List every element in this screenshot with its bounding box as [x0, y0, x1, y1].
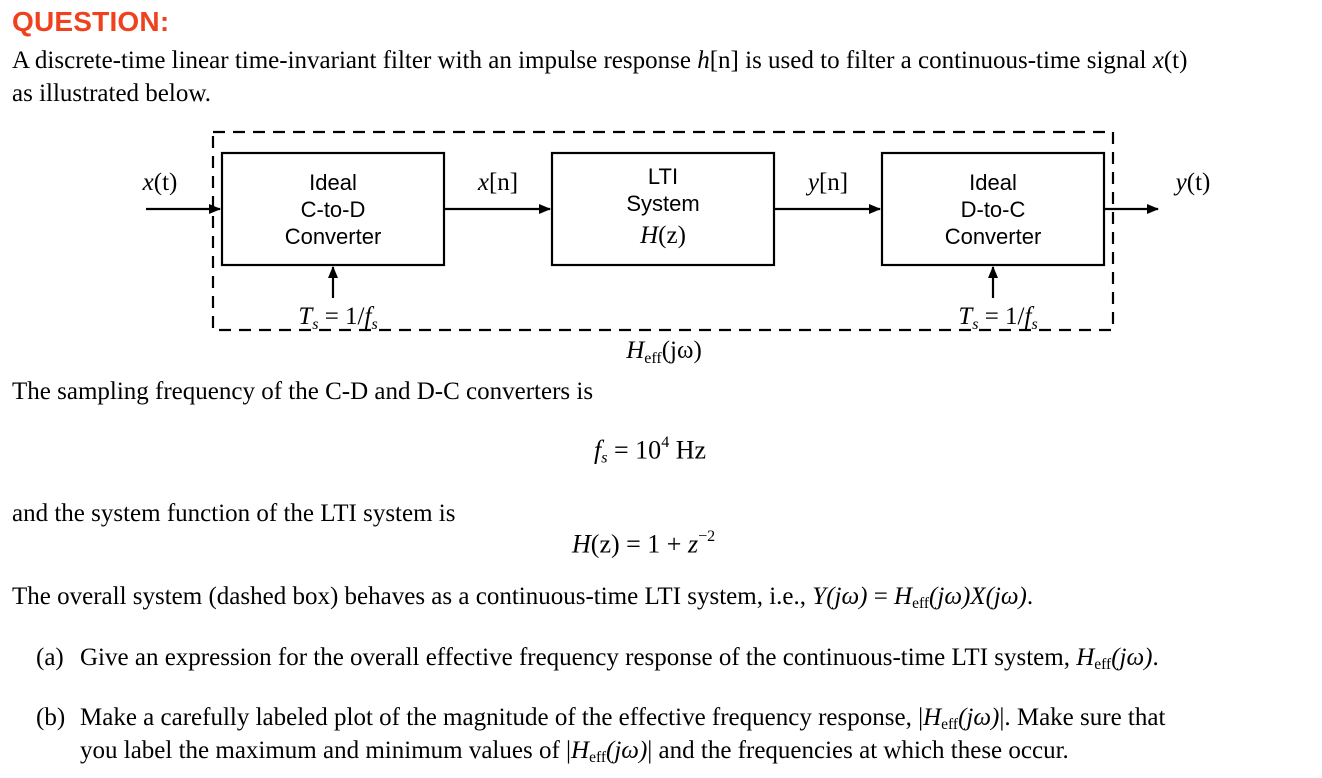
- overall-jw3: (jω): [985, 583, 1027, 610]
- eq-f-sub: s: [601, 449, 608, 467]
- part-b-line-2: you label the maximum and minimum values…: [80, 734, 1069, 774]
- dc-sampling-period-label: Ts = 1/fs: [958, 303, 1037, 333]
- part-b-jw2: (jω): [606, 737, 648, 764]
- part-a-H: H: [1076, 644, 1095, 671]
- lti-label-line2: System: [626, 191, 699, 216]
- intro-line-1: A discrete-time linear time-invariant fi…: [12, 44, 1187, 77]
- part-b-H2: H: [571, 737, 590, 764]
- dc-converter-block: [880, 151, 1106, 267]
- sys-z: (z): [590, 529, 620, 559]
- intro-h: h: [697, 47, 710, 74]
- overall-eq: =: [867, 583, 895, 610]
- overall-X: X: [970, 583, 986, 610]
- intro-text-b: is used to filter a continuous-time sign…: [738, 47, 1153, 74]
- yn-label: y[n]: [805, 169, 848, 196]
- part-b-line2-end: | and the frequencies at which these occ…: [647, 737, 1069, 764]
- part-a-label: (a): [36, 644, 64, 671]
- overall-system-text: The overall system (dashed box) behaves …: [12, 580, 1033, 620]
- part-b-sub2: eff: [589, 748, 607, 766]
- dc-label-line1: Ideal: [969, 170, 1017, 195]
- intro-line-2: as illustrated below.: [12, 80, 212, 107]
- sys-z2: z: [687, 529, 699, 559]
- eq-mid: = 10: [607, 435, 662, 465]
- part-b-line2-body: you label the maximum and minimum values…: [80, 737, 572, 764]
- intro-n: [n]: [709, 47, 739, 74]
- part-b-H: H: [923, 704, 942, 731]
- part-b-jw: (jω): [958, 704, 1000, 731]
- dc-label-line3: Converter: [945, 224, 1042, 249]
- cd-sampling-period-label: Ts = 1/fs: [298, 303, 377, 333]
- lti-system-block: [550, 151, 776, 267]
- overall-Y: Y: [812, 583, 827, 610]
- sys-mid: = 1 +: [619, 529, 688, 559]
- output-signal-label: y(t): [1173, 169, 1211, 196]
- xn-label: x[n]: [477, 169, 518, 196]
- part-a-jw: (jω): [1111, 644, 1153, 671]
- part-b-line1-body: Make a carefully labeled plot of the mag…: [80, 704, 924, 731]
- sampling-equation: fs = 104 Hz: [594, 434, 706, 467]
- cd-label-line3: Converter: [285, 224, 382, 249]
- intro-t: (t): [1163, 47, 1188, 74]
- overall-end: .: [1026, 583, 1034, 610]
- block-diagram: x(t) Ideal C-to-D Converter x[n] LTI Sys…: [142, 130, 1211, 367]
- lti-hz-label: H(z): [639, 222, 686, 249]
- part-b-label: (b): [36, 704, 66, 731]
- part-b-sub: eff: [941, 715, 959, 733]
- system-function-equation: H(z) = 1 + z−2: [572, 528, 715, 559]
- dashed-system-box: [211, 130, 1115, 332]
- heff-label: Heff(jω): [625, 337, 702, 367]
- intro-text-a: A discrete-time linear time-invariant fi…: [12, 47, 698, 74]
- eq-exp: 4: [661, 434, 670, 451]
- eq-unit: Hz: [669, 435, 707, 465]
- eq-f: f: [594, 435, 602, 465]
- part-a-end: .: [1152, 644, 1159, 671]
- part-b-line-1: Make a carefully labeled plot of the mag…: [80, 701, 1165, 741]
- part-b-line1-end: |. Make sure that: [999, 704, 1166, 731]
- overall-H: H: [894, 583, 913, 610]
- part-a-text: Give an expression for the overall effec…: [80, 641, 1159, 681]
- input-signal-label: x(t): [142, 169, 178, 196]
- overall-jw2: (jω): [929, 583, 971, 610]
- question-heading: QUESTION:: [12, 6, 170, 37]
- intro-x: x: [1152, 47, 1164, 74]
- overall-jw1: (jω): [826, 583, 868, 610]
- overall-prefix: The overall system (dashed box) behaves …: [12, 583, 813, 610]
- sys-H: H: [572, 529, 591, 559]
- overall-sub: eff: [912, 594, 930, 612]
- system-function-text: and the system function of the LTI syste…: [12, 500, 456, 527]
- cd-label-line2: C-to-D: [301, 197, 366, 222]
- cd-label-line1: Ideal: [309, 170, 357, 195]
- dc-label-line2: D-to-C: [961, 197, 1026, 222]
- sampling-text: The sampling frequency of the C-D and D-…: [12, 378, 594, 405]
- lti-label-line1: LTI: [648, 164, 678, 189]
- sys-exp: −2: [698, 528, 716, 545]
- part-a-sub: eff: [1094, 655, 1112, 673]
- part-a-body: Give an expression for the overall effec…: [80, 644, 1077, 671]
